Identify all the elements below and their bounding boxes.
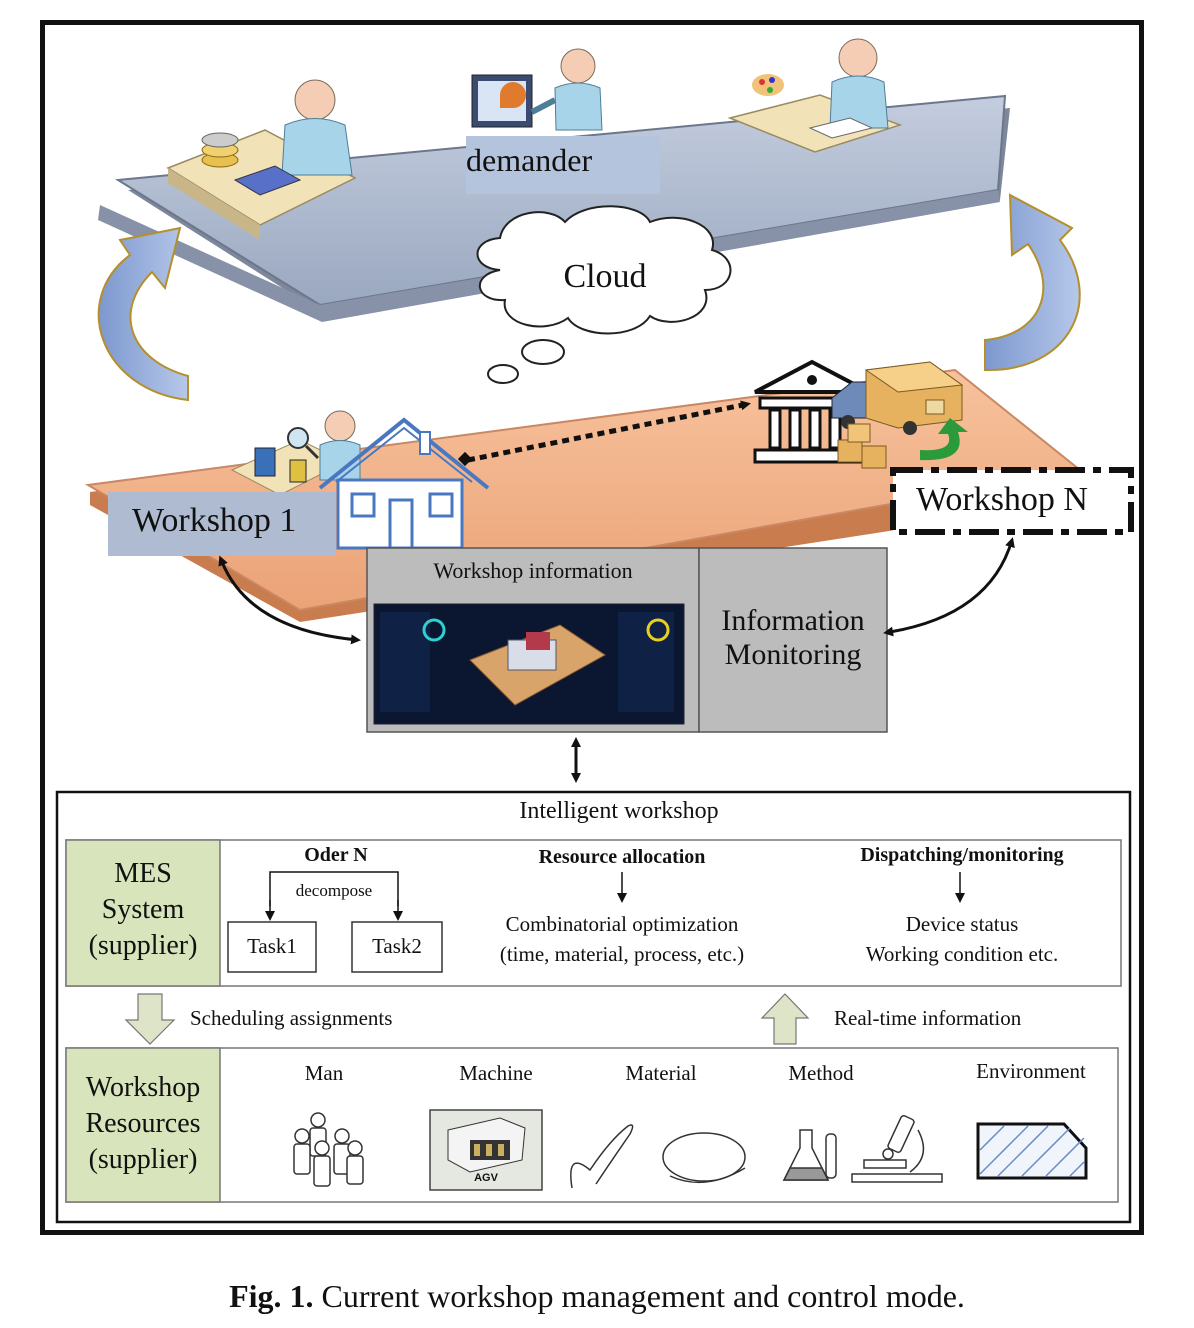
environment-hatched-icon [976,1122,1088,1180]
microscope-icon [851,1114,943,1183]
realtime-up-arrow [760,993,810,1045]
cloud-platform [98,94,1010,322]
dispatch-title: Dispatching/monitoring [860,844,1064,866]
resources-label-line1: Workshop [85,1072,201,1103]
designer-person-icon [727,38,903,153]
caption-text: Current workshop management and control … [321,1278,965,1314]
info-monitoring-line1: Information [721,604,865,637]
mes-label-line1: MES [114,858,172,889]
order-title: Oder N [304,844,368,866]
right-curved-arrow [984,193,1081,372]
house-icon [318,417,490,550]
workshop1-info-arrow [218,555,361,645]
resource-line1: Combinatorial optimization [505,912,739,936]
cloud-label: Cloud [563,258,647,295]
workshopN-label: Workshop N [916,481,1088,518]
workshopN-info-arrow [883,537,1015,637]
mes-label-line3: (supplier) [88,930,198,961]
dashboard-screenshot [373,603,685,725]
resource-item-method: Method [788,1061,854,1085]
people-group-icon [293,1112,364,1187]
task1-label: Task1 [247,934,297,958]
task2-box [351,921,443,973]
figure-frame [40,20,1144,1235]
workshop1-label: Workshop 1 [132,502,297,539]
resource-item-man: Man [304,1061,344,1085]
realtime-label: Real-time information [834,1006,1022,1030]
decompose-label: decompose [295,881,373,900]
dispatch-line2: Working condition etc. [865,942,1059,966]
mes-label-box [65,839,221,987]
material-wire-icon [570,1124,746,1189]
dispatch-line1: Device status [905,912,1019,936]
demander-label: demander [466,142,593,178]
info-monitoring-panel [698,547,888,733]
task1-box [227,921,317,973]
scheduling-label: Scheduling assignments [190,1006,393,1030]
figure-caption: Fig. 1. Current workshop management and … [0,1278,1194,1315]
left-curved-arrow [97,226,189,402]
finance-person-icon [166,79,357,240]
resource-item-machine: Machine [459,1061,533,1085]
agv-machine-icon [429,1109,543,1191]
decompose-bracket [269,871,399,906]
demander-label-box [466,136,660,194]
resources-label-line3: (supplier) [88,1144,198,1175]
delivery-truck-icon [831,361,968,469]
mes-label-line2: System [101,894,185,925]
intelligent-workshop-title: Intelligent workshop [519,798,719,824]
resource-item-material: Material [625,1061,697,1085]
caption-prefix: Fig. 1. [229,1278,314,1314]
resources-label-line2: Resources [85,1108,201,1139]
lab-flask-icon [782,1129,837,1181]
link-diamond-icon [457,451,473,467]
resource-title: Resource allocation [538,846,706,868]
scheduling-down-arrow [124,993,176,1045]
info-monitoring-line2: Monitoring [724,638,862,671]
agv-label: AGV [474,1172,498,1184]
workshopN-label-box [890,467,1134,535]
resource-item-environment: Environment [976,1059,1086,1083]
workshop-info-title: Workshop information [433,558,633,583]
task2-label: Task2 [372,934,422,958]
presenter-person-icon [471,48,603,131]
cloud-bubble [476,205,732,384]
workshop1-label-box [108,492,336,556]
resources-label-box [65,1047,221,1203]
resource-line2: (time, material, process, etc.) [499,942,745,966]
